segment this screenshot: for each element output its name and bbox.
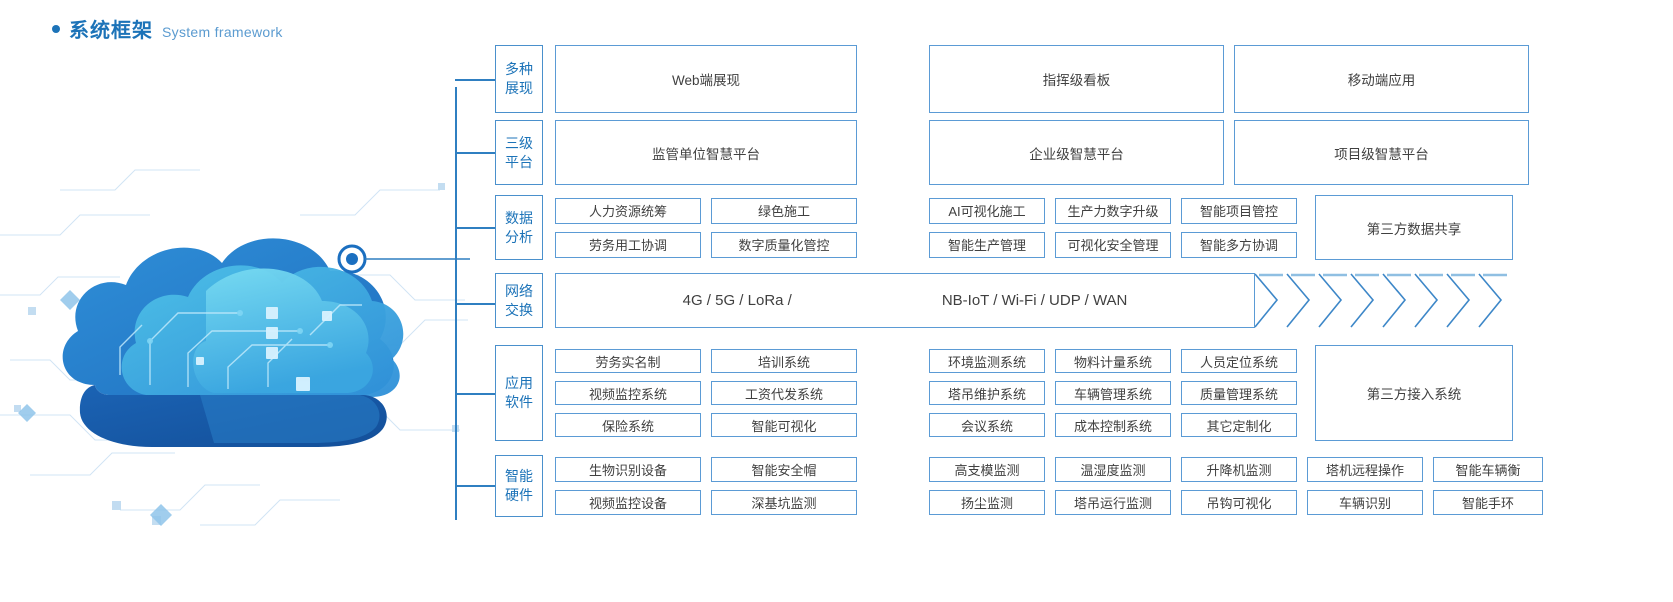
cloud-illustration — [0, 95, 470, 555]
row-tag-network: 网络 交换 — [495, 273, 543, 328]
cell-smart-project-control[interactable]: 智能项目管控 — [1181, 197, 1297, 224]
cell-environment-monitoring[interactable]: 环境监测系统 — [929, 349, 1045, 373]
network-label-cellular: 4G / 5G / LoRa / — [682, 292, 792, 309]
network-arrow-chevrons — [1255, 273, 1555, 328]
row-network: 网络 交换 4G / 5G / LoRa / NB-IoT / Wi-Fi / … — [495, 273, 1507, 328]
cell-vehicle-management[interactable]: 车辆管理系统 — [1055, 381, 1171, 405]
cell-crane-maintenance[interactable]: 塔吊维护系统 — [929, 381, 1045, 405]
cell-smart-visualization[interactable]: 智能可视化 — [711, 413, 857, 437]
box-enterprise-platform[interactable]: 企业级智慧平台 — [929, 120, 1224, 185]
cell-quality-management[interactable]: 质量管理系统 — [1181, 381, 1297, 405]
cell-video-surveillance-device[interactable]: 视频监控设备 — [555, 490, 701, 515]
connector-branch — [455, 152, 495, 154]
row-tag-line2: 交换 — [505, 301, 533, 318]
box-supervision-platform[interactable]: 监管单位智慧平台 — [555, 120, 857, 185]
cell-vehicle-recognition[interactable]: 车辆识别 — [1307, 490, 1423, 515]
cell-video-surveillance-system[interactable]: 视频监控系统 — [555, 381, 701, 405]
chevron-arrows-icon — [1255, 273, 1507, 328]
cell-insurance-system[interactable]: 保险系统 — [555, 413, 701, 437]
cell-biometric-device[interactable]: 生物识别设备 — [555, 457, 701, 482]
box-network-protocols[interactable]: 4G / 5G / LoRa / NB-IoT / Wi-Fi / UDP / … — [555, 273, 1255, 328]
framework-rows: 多种 展现 Web端展现 指挥级看板 移动端应用 三级 平台 监管单位智慧平台 — [455, 45, 1560, 525]
connector-branch — [455, 485, 495, 487]
cell-personnel-positioning[interactable]: 人员定位系统 — [1181, 349, 1297, 373]
row-tag-line1: 多种 — [505, 61, 533, 78]
row-tag-line1: 三级 — [505, 134, 533, 151]
row-tag-line1: 应用 — [505, 375, 533, 392]
cell-crane-remote-operation[interactable]: 塔机远程操作 — [1307, 457, 1423, 482]
cell-temp-humidity-monitoring[interactable]: 温湿度监测 — [1055, 457, 1171, 482]
cell-labor-realname[interactable]: 劳务实名制 — [555, 349, 701, 373]
row-tag-platform: 三级 平台 — [495, 120, 543, 185]
cell-hr-planning[interactable]: 人力资源统筹 — [555, 197, 701, 224]
cell-formwork-monitoring[interactable]: 高支模监测 — [929, 457, 1045, 482]
row-tag-line1: 智能 — [505, 468, 533, 485]
box-project-platform[interactable]: 项目级智慧平台 — [1234, 120, 1529, 185]
cell-deep-pit-monitoring[interactable]: 深基坑监测 — [711, 490, 857, 515]
row-application-software: 应用 软件 劳务实名制 培训系统 视频监控系统 工资代发系统 — [495, 345, 1513, 441]
connector-branch — [455, 303, 495, 305]
cell-hoist-monitoring[interactable]: 升降机监测 — [1181, 457, 1297, 482]
connector-branch — [455, 79, 495, 81]
cell-crane-operation-monitoring[interactable]: 塔吊运行监测 — [1055, 490, 1171, 515]
connector-branch — [455, 393, 495, 395]
network-label-iot: NB-IoT / Wi-Fi / UDP / WAN — [941, 292, 1128, 309]
cell-dust-monitoring[interactable]: 扬尘监测 — [929, 490, 1045, 515]
row-platform: 三级 平台 监管单位智慧平台 企业级智慧平台 项目级智慧平台 — [495, 120, 1529, 185]
row-tag-line2: 平台 — [505, 153, 533, 170]
cell-cost-control[interactable]: 成本控制系统 — [1055, 413, 1171, 437]
grid-app-left: 劳务实名制 培训系统 视频监控系统 工资代发系统 保险系统 智能可视化 — [555, 345, 857, 441]
grid-hw-right: 高支模监测 温湿度监测 升降机监测 塔机远程操作 智能车辆衡 扬尘监测 — [929, 455, 1543, 517]
row-tag-line2: 展现 — [505, 80, 533, 96]
grid-data-right: AI可视化施工 生产力数字升级 智能项目管控 智能生产管理 可视化安全管理 智能… — [929, 195, 1297, 260]
grid-hw-left: 生物识别设备 智能安全帽 视频监控设备 深基坑监测 — [555, 455, 857, 517]
cell-digital-quality[interactable]: 数字质量化管控 — [711, 231, 857, 258]
cell-smart-production-mgmt[interactable]: 智能生产管理 — [929, 231, 1045, 258]
cell-material-metering[interactable]: 物料计量系统 — [1055, 349, 1171, 373]
box-command-dashboard[interactable]: 指挥级看板 — [929, 45, 1224, 113]
grid-data-left: 人力资源统筹 绿色施工 劳务用工协调 数字质量化管控 — [555, 195, 857, 260]
cell-smart-multiparty[interactable]: 智能多方协调 — [1181, 231, 1297, 258]
row-tag-smart-hardware: 智能 硬件 — [495, 455, 543, 517]
cell-meeting-system[interactable]: 会议系统 — [929, 413, 1045, 437]
box-third-party-access-system[interactable]: 第三方接入系统 — [1315, 345, 1513, 441]
cell-smart-wristband[interactable]: 智能手环 — [1433, 490, 1543, 515]
row-smart-hardware: 智能 硬件 生物识别设备 智能安全帽 视频监控设备 深基坑监测 — [495, 455, 1543, 517]
bullet-dot-icon — [52, 25, 60, 33]
box-third-party-data-sharing[interactable]: 第三方数据共享 — [1315, 195, 1513, 260]
row-tag-line2: 软件 — [505, 394, 533, 410]
box-web-display[interactable]: Web端展现 — [555, 45, 857, 113]
page-title-zh: 系统框架 — [69, 20, 153, 42]
cell-smart-helmet[interactable]: 智能安全帽 — [711, 457, 857, 482]
row-tag-data-analysis: 数据 分析 — [495, 195, 543, 260]
cell-green-construction[interactable]: 绿色施工 — [711, 197, 857, 224]
box-mobile-app[interactable]: 移动端应用 — [1234, 45, 1529, 113]
grid-app-right: 环境监测系统 物料计量系统 人员定位系统 塔吊维护系统 车辆管理系统 质量管理系… — [929, 345, 1297, 441]
cell-labor-coordination[interactable]: 劳务用工协调 — [555, 231, 701, 258]
cell-training-system[interactable]: 培训系统 — [711, 349, 857, 373]
row-tag-display: 多种 展现 — [495, 45, 543, 113]
row-tag-application-software: 应用 软件 — [495, 345, 543, 441]
row-tag-line2: 分析 — [505, 228, 533, 245]
cell-ai-visual-construction[interactable]: AI可视化施工 — [929, 197, 1045, 224]
cell-other-customization[interactable]: 其它定制化 — [1181, 413, 1297, 437]
cell-visual-safety-mgmt[interactable]: 可视化安全管理 — [1055, 231, 1171, 258]
page-title: 系统框架 System framework — [52, 14, 283, 43]
row-tag-line1: 网络 — [505, 282, 533, 299]
cell-payroll-system[interactable]: 工资代发系统 — [711, 381, 857, 405]
row-tag-line1: 数据 — [505, 209, 533, 226]
row-display: 多种 展现 Web端展现 指挥级看板 移动端应用 — [495, 45, 1529, 113]
row-data-analysis: 数据 分析 人力资源统筹 绿色施工 劳务用工协调 数字质量化管控 — [495, 195, 1513, 260]
page-title-en: System framework — [162, 24, 283, 40]
connector-branch — [455, 227, 495, 229]
cell-hook-visualization[interactable]: 吊钩可视化 — [1181, 490, 1297, 515]
cell-productivity-upgrade[interactable]: 生产力数字升级 — [1055, 197, 1171, 224]
cloud-graphic-icon — [0, 169, 470, 526]
cell-smart-weighbridge[interactable]: 智能车辆衡 — [1433, 457, 1543, 482]
row-tag-line2: 硬件 — [505, 487, 533, 503]
